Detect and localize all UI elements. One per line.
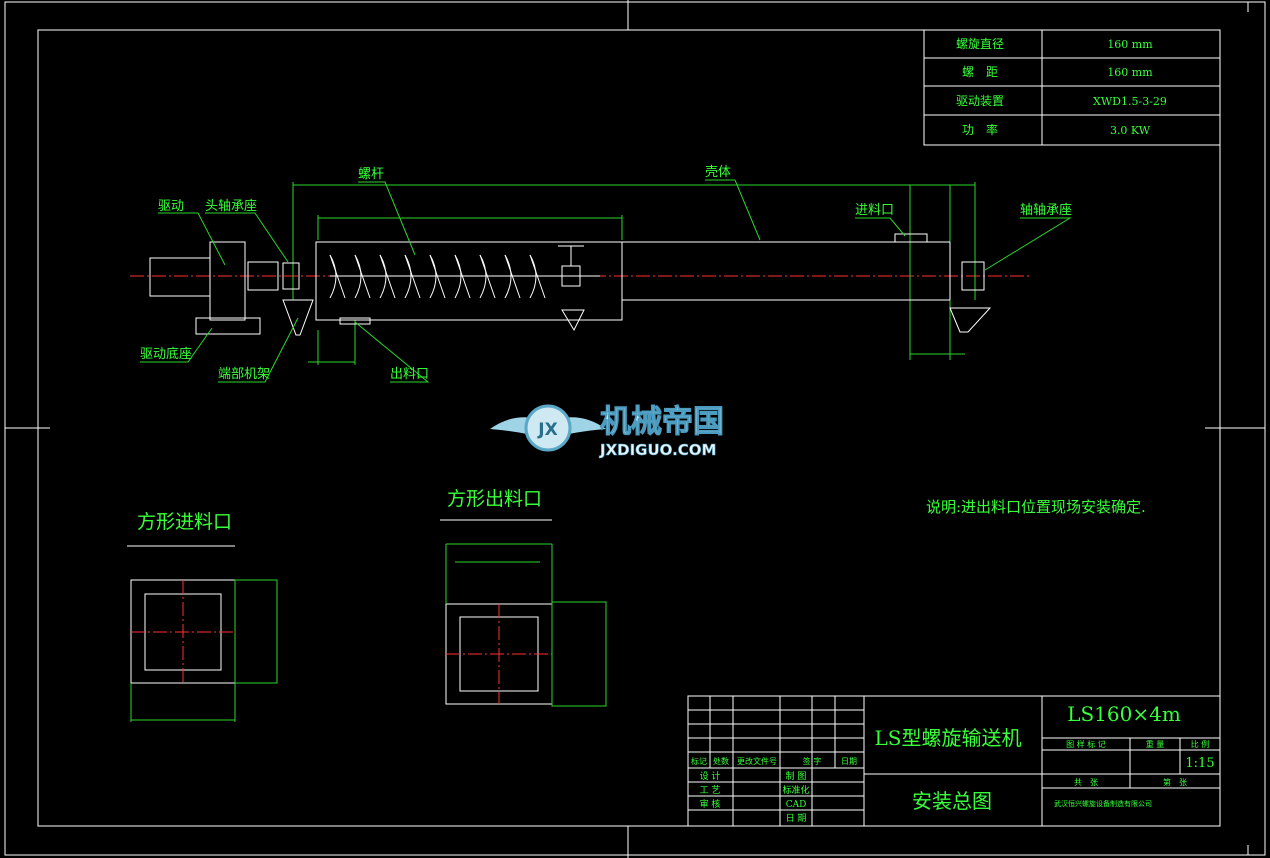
watermark-badge: JX bbox=[537, 420, 557, 440]
end-frame-right bbox=[949, 307, 992, 333]
watermark-cn: 机械帝国 bbox=[600, 404, 724, 440]
scale-value: 1:15 bbox=[1185, 756, 1214, 771]
label-head-bearing: 头轴承座 bbox=[205, 199, 257, 214]
rev-header-5: 日期 bbox=[841, 757, 857, 766]
scale-header-3: 比 例 bbox=[1191, 739, 1210, 749]
rev-header-4: 签 字 bbox=[803, 756, 822, 766]
square-inlet-title: 方形进料口 bbox=[137, 511, 232, 533]
label-shell: 壳体 bbox=[705, 165, 731, 180]
role-standard: 标准化 bbox=[782, 784, 809, 796]
role-review: 审 核 bbox=[700, 798, 721, 810]
spec-label-3: 驱动装置 bbox=[956, 94, 1004, 108]
drawing-name: LS型螺旋输送机 bbox=[875, 726, 1022, 750]
spec-label-1: 螺旋直径 bbox=[956, 37, 1004, 51]
install-note: 说明:进出料口位置现场安装确定. bbox=[926, 498, 1146, 516]
rev-header-3: 更改文件号 bbox=[737, 756, 777, 766]
rev-header-1: 标记 bbox=[691, 756, 707, 766]
label-inlet: 进料口 bbox=[855, 203, 894, 218]
spec-value-1: 160 mm bbox=[1107, 38, 1153, 51]
spec-value-3: XWD1.5-3-29 bbox=[1093, 95, 1167, 108]
role-cad: CAD bbox=[786, 800, 807, 810]
inlet-flange bbox=[894, 233, 928, 243]
tail-bearing bbox=[961, 261, 985, 291]
gear-icon bbox=[524, 404, 572, 452]
company-name: 武汉恒兴螺旋设备制造有限公司 bbox=[1054, 799, 1152, 808]
spec-value-2: 160 mm bbox=[1107, 66, 1153, 79]
watermark-logo: JX 机械帝国 JXDIGUO.COM bbox=[490, 404, 725, 459]
drive-base bbox=[195, 317, 261, 335]
drawing-type: 安装总图 bbox=[912, 789, 992, 813]
watermark-en: JXDIGUO.COM bbox=[599, 441, 716, 459]
conveyor-elevation-view: 驱动 头轴承座 螺杆 壳体 进料口 轴轴承座 驱动底座 端部机架 出料口 bbox=[130, 165, 1072, 383]
label-screw: 螺杆 bbox=[358, 167, 384, 182]
sheet-number: 第 张 bbox=[1163, 777, 1187, 787]
label-outlet: 出料口 bbox=[390, 367, 429, 382]
role-date: 日 期 bbox=[786, 813, 807, 824]
role-drafting: 制 图 bbox=[786, 770, 807, 782]
outlet-flange bbox=[339, 317, 371, 325]
square-inlet-detail: 方形进料口 bbox=[127, 511, 278, 722]
rev-header-2: 处数 bbox=[713, 756, 729, 766]
end-frame-left bbox=[282, 299, 314, 336]
scale-header-1: 图 样 标 记 bbox=[1066, 739, 1106, 749]
trough-left bbox=[315, 241, 623, 321]
role-design: 设 计 bbox=[700, 770, 721, 782]
square-outlet-title: 方形出料口 bbox=[447, 488, 542, 510]
sheet-total: 共 张 bbox=[1074, 778, 1098, 787]
spec-table: 螺旋直径 160 mm 螺 距 160 mm 驱动装置 XWD1.5-3-29 … bbox=[923, 29, 1221, 146]
role-process: 工 艺 bbox=[700, 785, 721, 796]
label-end-frame: 端部机架 bbox=[218, 367, 270, 382]
spec-value-4: 3.0 KW bbox=[1110, 124, 1151, 137]
label-tail-bearing: 轴轴承座 bbox=[1020, 203, 1072, 218]
label-drive: 驱动 bbox=[158, 199, 184, 214]
title-block: 标记 处数 更改文件号 签 字 日期 设 计 制 图 工 艺 标准化 审 核 C… bbox=[687, 695, 1221, 827]
model-number: LS160×4m bbox=[1067, 702, 1181, 726]
motor bbox=[149, 257, 211, 297]
square-outlet-detail: 方形出料口 bbox=[440, 488, 607, 707]
scale-header-2: 重 量 bbox=[1146, 739, 1165, 749]
spec-label-2: 螺 距 bbox=[962, 65, 998, 79]
spec-label-4: 功 率 bbox=[962, 122, 998, 137]
gearbox bbox=[209, 241, 246, 321]
label-drive-base: 驱动底座 bbox=[140, 346, 192, 362]
